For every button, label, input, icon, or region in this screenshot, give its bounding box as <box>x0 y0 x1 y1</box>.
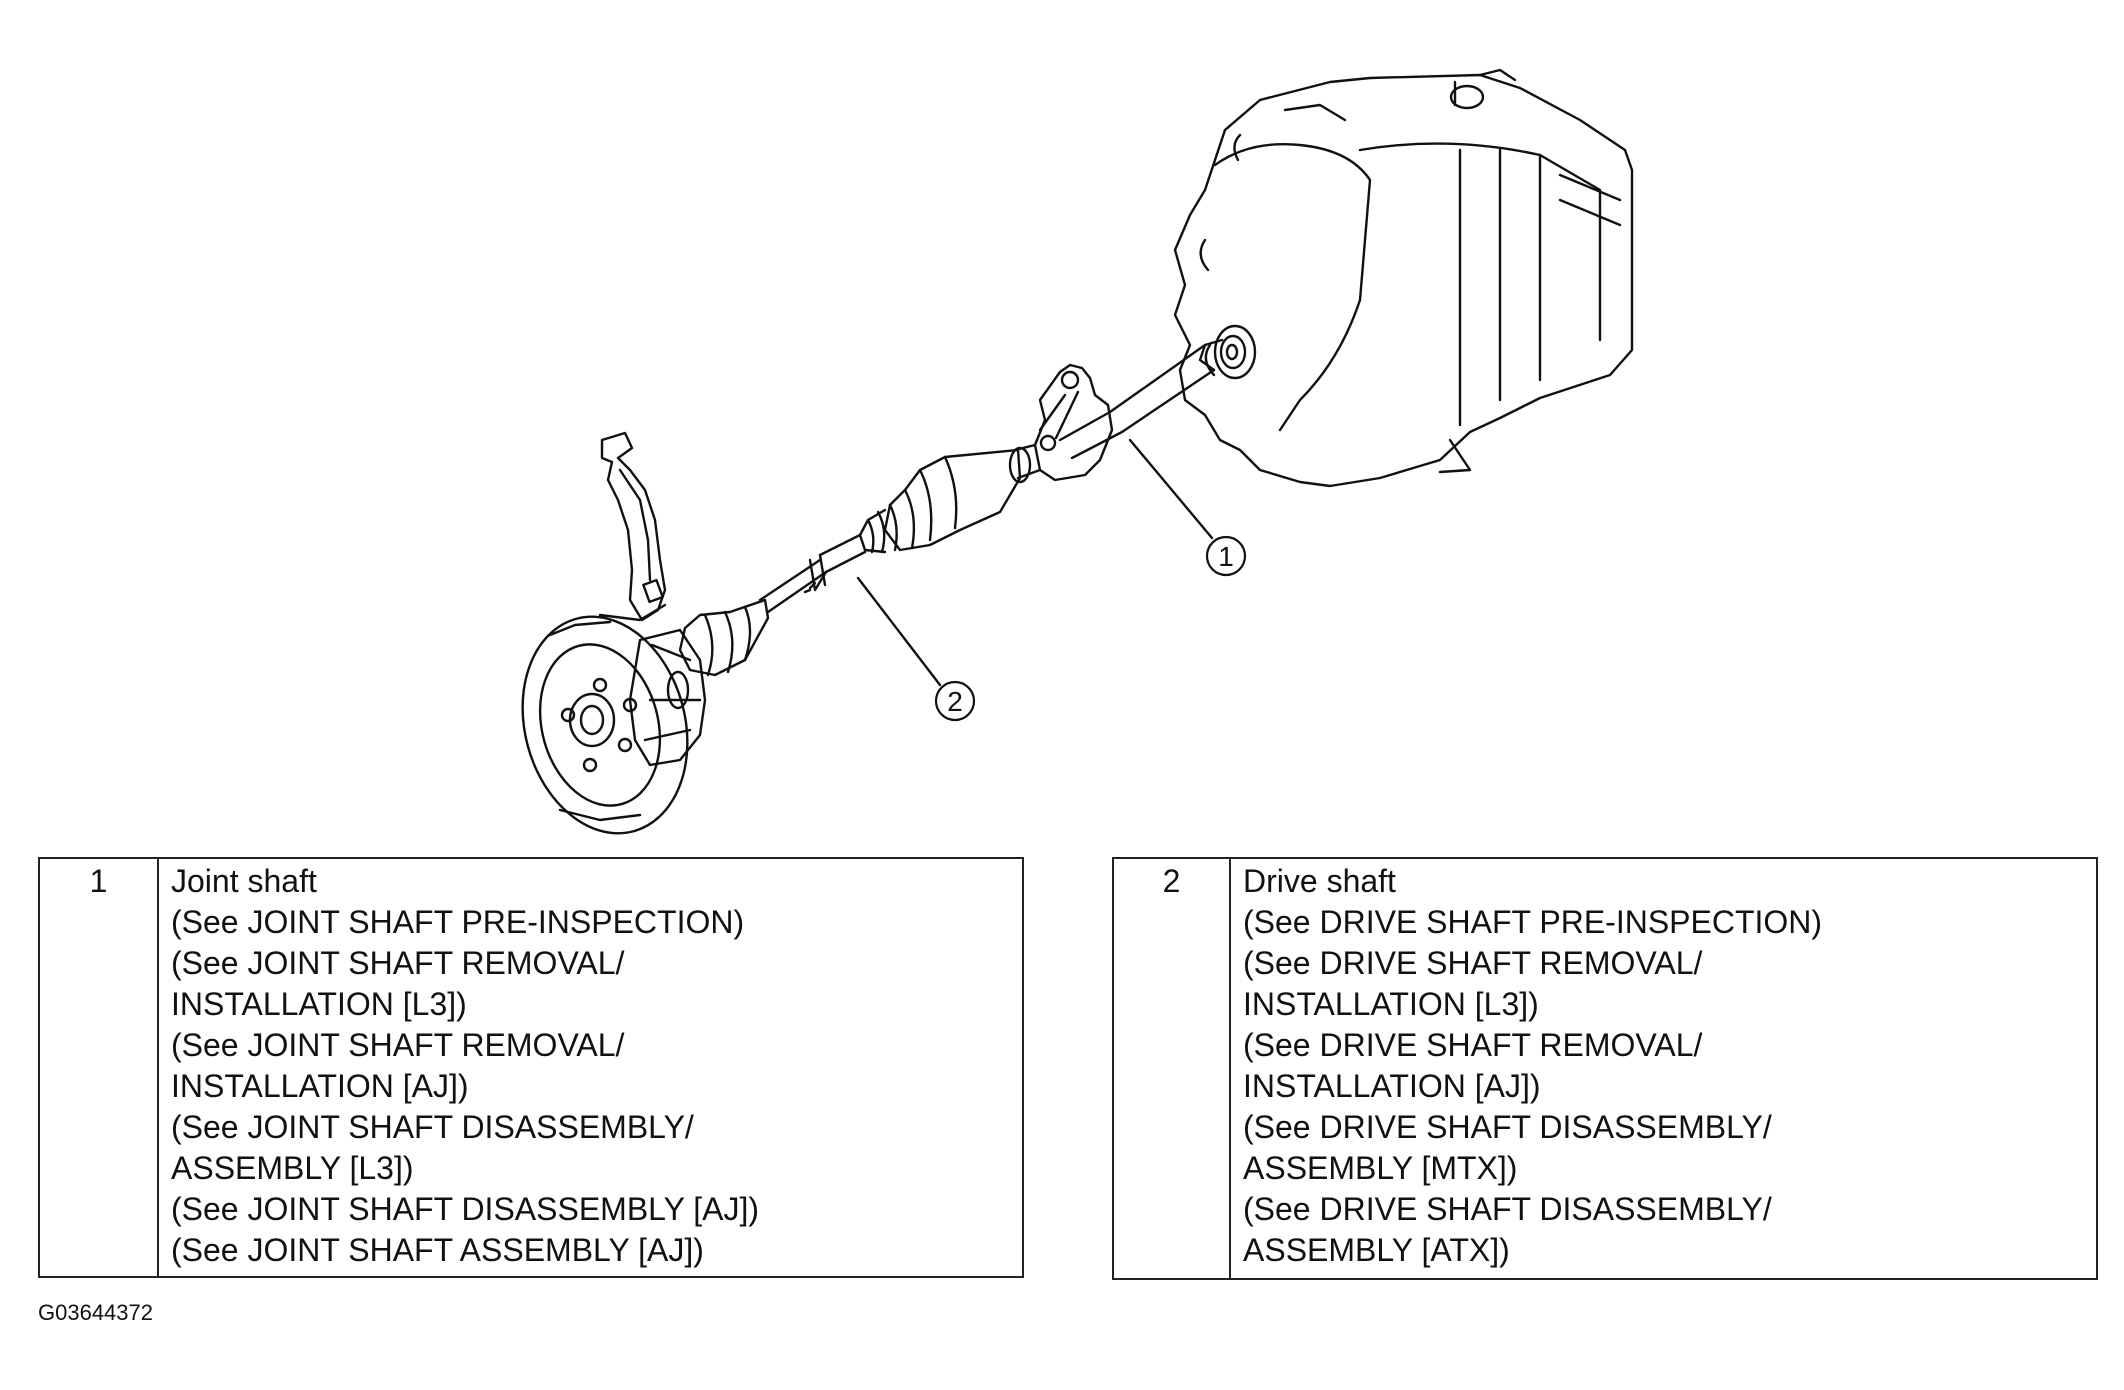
callout-1: 1 <box>1205 535 1247 577</box>
drivetrain-illustration: 1 2 <box>521 68 1634 835</box>
reference-line: INSTALLATION [L3]) <box>1243 986 1539 1022</box>
reference-line: INSTALLATION [AJ]) <box>171 1068 469 1104</box>
reference-line: (See DRIVE SHAFT PRE-INSPECTION) <box>1243 904 1823 940</box>
reference-line: (See JOINT SHAFT REMOVAL/ <box>171 1027 625 1063</box>
figure-code: G03644372 <box>38 1300 153 1325</box>
drive-shaft-bar <box>758 533 867 614</box>
legend-number: 1 <box>40 859 159 1276</box>
reference-line: (See DRIVE SHAFT DISASSEMBLY/ <box>1243 1191 1772 1227</box>
callout-1-number: 1 <box>1218 541 1234 572</box>
legend-box-drive-shaft: 2 Drive shaft (See DRIVE SHAFT PRE-INSPE… <box>1112 857 2098 1280</box>
callout-2-number: 2 <box>947 686 963 717</box>
reference-line: (See JOINT SHAFT DISASSEMBLY/ <box>171 1109 694 1145</box>
reference-line: INSTALLATION [L3]) <box>171 986 467 1022</box>
legend-text: Drive shaft (See DRIVE SHAFT PRE-INSPECT… <box>1231 859 1822 1278</box>
outer-cv-boot <box>678 598 770 677</box>
leader-line-2 <box>856 576 942 687</box>
part-name: Drive shaft <box>1243 863 1396 899</box>
leader-line-1 <box>1128 438 1214 540</box>
transmission-housing <box>1173 68 1634 488</box>
reference-line: (See JOINT SHAFT DISASSEMBLY [AJ]) <box>171 1191 760 1227</box>
reference-line: (See JOINT SHAFT ASSEMBLY [AJ]) <box>171 1232 704 1268</box>
reference-line: INSTALLATION [AJ]) <box>1243 1068 1541 1104</box>
brake-caliper <box>628 628 707 767</box>
joint-shaft <box>1058 324 1257 460</box>
reference-line: (See JOINT SHAFT PRE-INSPECTION) <box>171 904 745 940</box>
reference-line: (See DRIVE SHAFT DISASSEMBLY/ <box>1243 1109 1772 1145</box>
legend-text: Joint shaft (See JOINT SHAFT PRE-INSPECT… <box>159 859 759 1276</box>
reference-line: ASSEMBLY [ATX]) <box>1243 1232 1510 1268</box>
reference-line: (See DRIVE SHAFT REMOVAL/ <box>1243 945 1703 981</box>
reference-line: (See JOINT SHAFT REMOVAL/ <box>171 945 625 981</box>
inner-cv-boot <box>858 446 1032 554</box>
callout-2: 2 <box>934 680 976 722</box>
brake-disc <box>521 615 689 835</box>
reference-line: ASSEMBLY [MTX]) <box>1243 1150 1518 1186</box>
reference-line: ASSEMBLY [L3]) <box>171 1150 414 1186</box>
reference-line: (See DRIVE SHAFT REMOVAL/ <box>1243 1027 1703 1063</box>
legend-number: 2 <box>1114 859 1231 1278</box>
legend-box-joint-shaft: 1 Joint shaft (See JOINT SHAFT PRE-INSPE… <box>38 857 1024 1278</box>
part-name: Joint shaft <box>171 863 317 899</box>
steering-knuckle <box>598 431 667 622</box>
